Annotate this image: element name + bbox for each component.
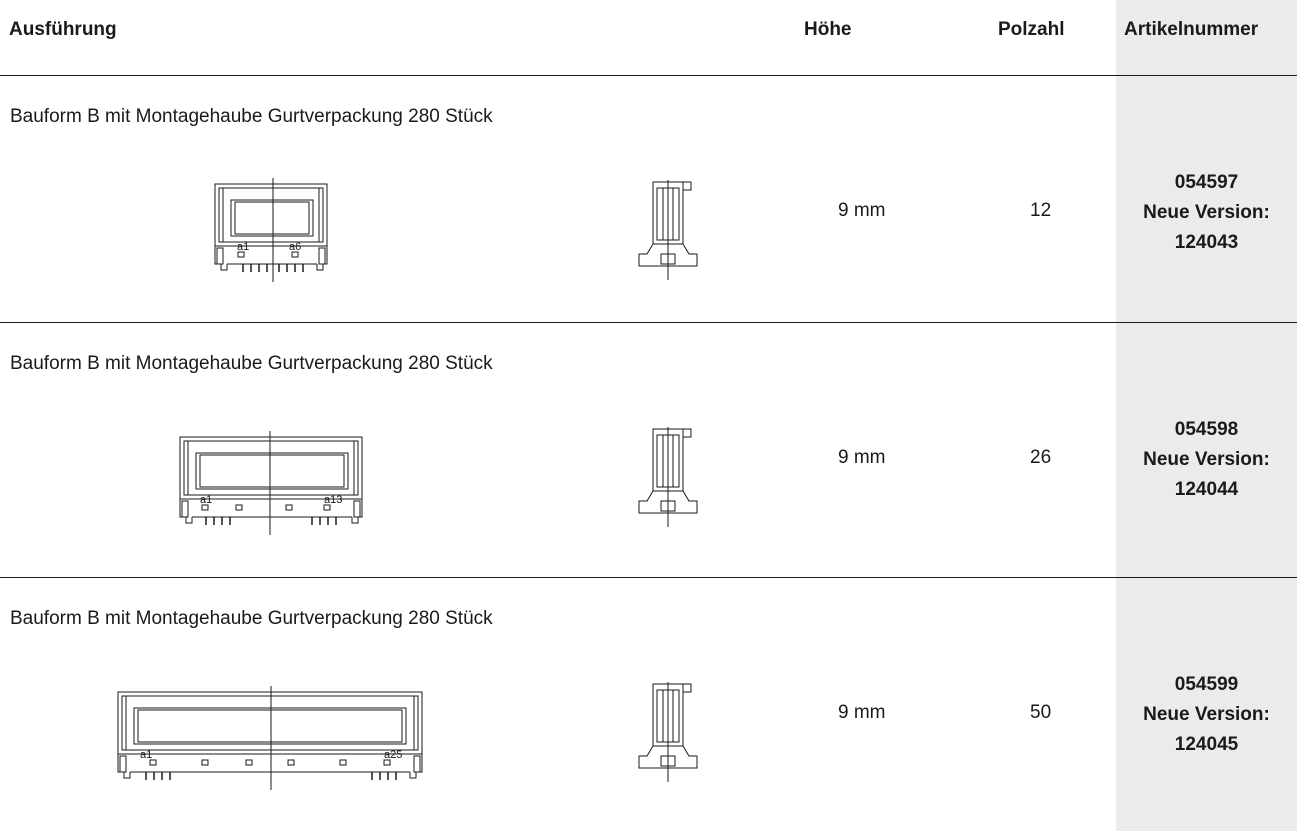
row-description: Bauform B mit Montagehaube Gurtverpackun… [10,608,493,629]
artikel-number: 054598 [1174,419,1239,440]
row-artikelnummer: 054597 Neue Version: 124043 [1116,168,1297,258]
connector-side-drawing [638,180,698,280]
pin-label-first: a1 [200,494,212,506]
row-description: Bauform B mit Montagehaube Gurtverpackun… [10,106,493,127]
neue-version-number: 124045 [1174,734,1239,755]
row-polzahl: 50 [1030,702,1052,723]
header-polzahl: Polzahl [998,19,1065,40]
row-hoehe: 9 mm [838,447,886,468]
product-row-2: Bauform B mit Montagehaube Gurtverpackun… [0,323,1297,577]
header-artikelnummer: Artikelnummer [1124,19,1259,40]
neue-version-number: 124043 [1174,232,1239,253]
row-hoehe: 9 mm [838,702,886,723]
pin-label-first: a1 [140,749,152,761]
connector-front-drawing: a1 a25 [117,686,423,790]
row-divider [0,577,1297,578]
row-description: Bauform B mit Montagehaube Gurtverpackun… [10,353,493,374]
artikelnummer-column-background [1116,0,1297,831]
header-ausfuehrung: Ausführung [9,19,117,40]
row-artikelnummer: 054598 Neue Version: 124044 [1116,415,1297,505]
connector-front-drawing: a1 a13 [179,431,363,535]
product-row-1: Bauform B mit Montagehaube Gurtverpackun… [0,76,1297,330]
row-hoehe: 9 mm [838,200,886,221]
row-artikelnummer: 054599 Neue Version: 124045 [1116,670,1297,760]
artikel-number: 054599 [1174,674,1239,695]
row-polzahl: 12 [1030,200,1052,221]
pin-label-last: a6 [289,241,301,253]
row-polzahl: 26 [1030,447,1052,468]
artikel-number: 054597 [1174,172,1239,193]
pin-label-last: a13 [324,494,342,506]
connector-front-drawing: a1 a6 [214,178,328,282]
connector-side-drawing [638,427,698,527]
pin-label-last: a25 [384,749,402,761]
row-divider [0,322,1297,323]
neue-version-label: Neue Version: [1143,449,1270,470]
product-row-3: Bauform B mit Montagehaube Gurtverpackun… [0,578,1297,832]
pin-label-first: a1 [237,241,249,253]
connector-side-drawing [638,682,698,782]
neue-version-label: Neue Version: [1143,704,1270,725]
header-divider [0,75,1297,76]
neue-version-label: Neue Version: [1143,202,1270,223]
header-hoehe: Höhe [804,19,852,40]
neue-version-number: 124044 [1174,479,1239,500]
